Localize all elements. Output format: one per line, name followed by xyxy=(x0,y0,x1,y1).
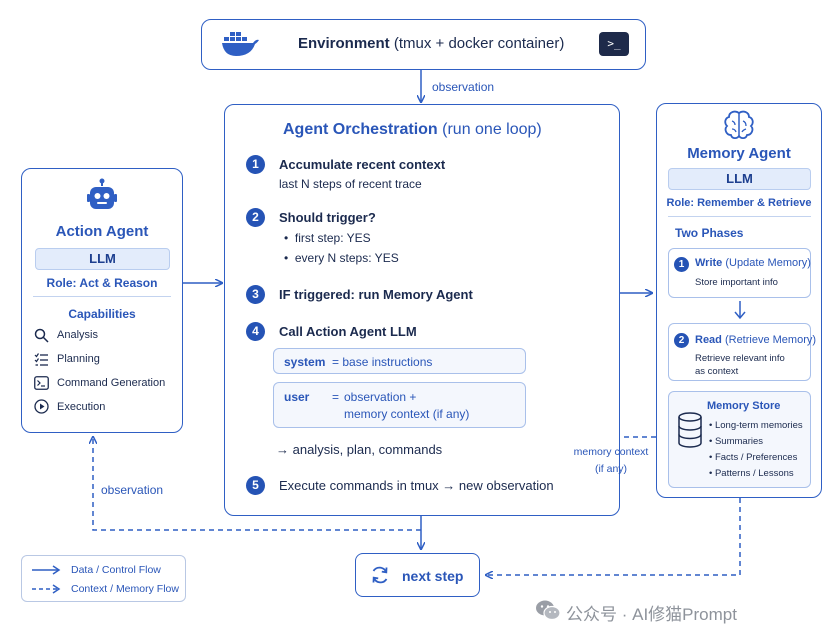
two-phases-heading: Two Phases xyxy=(675,226,744,240)
memory-store-item-3: • Facts / Preferences xyxy=(709,452,798,463)
capabilities-heading: Capabilities xyxy=(68,307,136,321)
edge-observation-loop xyxy=(93,437,421,531)
environment-box: Environment (tmux + docker container) >_ xyxy=(201,19,646,70)
edge-label-memory-context: memory context xyxy=(573,446,649,458)
phase-down-arrow xyxy=(734,301,746,320)
step-2-bullet-2: • every N steps: YES xyxy=(284,251,399,265)
legend-solid-label: Data / Control Flow xyxy=(71,564,161,576)
memory-store-item-1: • Long-term memories xyxy=(709,420,803,431)
memory-agent-title: Memory Agent xyxy=(687,145,791,162)
step-1-badge: 1 xyxy=(246,155,265,174)
user-key: user xyxy=(284,390,310,404)
action-agent-llm: LLM xyxy=(35,248,170,270)
memory-store-item-2: • Summaries xyxy=(709,436,764,447)
user-eq: = xyxy=(332,390,340,404)
next-step-label: next step xyxy=(402,568,464,584)
step-2-title: Should trigger? xyxy=(279,210,376,225)
step-3-badge: 3 xyxy=(246,285,265,304)
memory-store-title: Memory Store xyxy=(707,400,781,412)
phase-read-desc-1: Retrieve relevant info xyxy=(695,353,785,364)
step-4-title: Call Action Agent LLM xyxy=(279,324,417,339)
phase-read-desc-2: as context xyxy=(695,366,739,377)
edge-label-memory-context-if-any: (if any) xyxy=(594,463,628,475)
watermark-text: 公众号 · AI修猫Prompt xyxy=(566,605,737,624)
user-value-line-2: memory context (if any) xyxy=(344,407,470,421)
brain-icon xyxy=(723,110,755,145)
terminal-icon xyxy=(34,376,49,395)
system-value: = base instructions xyxy=(332,355,433,369)
step-4-badge: 4 xyxy=(246,322,265,341)
user-message-box: user = observation + memory context (if … xyxy=(273,382,526,428)
docker-whale-icon xyxy=(220,28,260,65)
edge-label-observation-top: observation xyxy=(432,80,495,94)
capability-analysis: Analysis xyxy=(57,329,98,341)
refresh-icon xyxy=(370,565,390,590)
memory-store-item-4: • Patterns / Lessons xyxy=(709,468,794,479)
database-icon xyxy=(677,412,703,453)
phase-read-box: 2 Read (Retrieve Memory) Retrieve releva… xyxy=(668,323,816,381)
phase-2-badge: 2 xyxy=(674,333,689,348)
phase-1-badge: 1 xyxy=(674,257,689,272)
step-1-detail: last N steps of recent trace xyxy=(279,177,422,191)
user-value-line-1: observation + xyxy=(344,390,417,404)
checklist-icon xyxy=(34,352,49,372)
environment-title: Environment (tmux + docker container) xyxy=(298,35,565,52)
capability-execution: Execution xyxy=(57,401,106,413)
phase-read-title: Read (Retrieve Memory) xyxy=(695,334,817,346)
edge-label-observation-left: observation xyxy=(101,483,164,497)
step-2-bullet-1: • first step: YES xyxy=(284,231,371,245)
step-5-title: Execute commands in tmux → new observati… xyxy=(279,478,554,493)
play-icon xyxy=(34,399,49,419)
step-4-result: → analysis, plan, commands xyxy=(276,442,443,457)
legend-box: Data / Control Flow Context / Memory Flo… xyxy=(21,555,186,602)
legend-dashed-line xyxy=(32,584,61,594)
system-key: system xyxy=(284,355,326,369)
edge-memory-to-next xyxy=(486,498,741,575)
action-agent-title: Action Agent xyxy=(55,223,149,240)
next-step-box: next step xyxy=(355,553,480,597)
phase-write-desc: Store important info xyxy=(695,277,778,288)
memory-store-box: Memory Store • Long-term memories • Summ… xyxy=(668,391,811,488)
search-icon xyxy=(34,328,49,348)
capability-planning: Planning xyxy=(57,353,100,365)
robot-icon xyxy=(85,178,119,219)
system-message-box: system = base instructions xyxy=(273,348,526,374)
action-agent-role: Role: Act & Reason xyxy=(46,276,158,290)
memory-agent-llm: LLM xyxy=(668,168,811,190)
terminal-icon: >_ xyxy=(599,32,629,56)
phase-write-box: 1 Write (Update Memory) Store important … xyxy=(668,248,811,298)
orchestration-box xyxy=(224,104,620,516)
memory-agent-role: Role: Remember & Retrieve xyxy=(666,197,812,209)
wechat-icon xyxy=(535,599,561,626)
step-3-title: IF triggered: run Memory Agent xyxy=(279,287,473,302)
legend-dashed-label: Context / Memory Flow xyxy=(71,583,179,595)
legend-solid-line xyxy=(32,565,61,575)
step-2-badge: 2 xyxy=(246,208,265,227)
orchestration-title: Agent Orchestration (run one loop) xyxy=(283,121,542,138)
step-5-badge: 5 xyxy=(246,476,265,495)
phase-write-title: Write (Update Memory) xyxy=(695,257,811,269)
step-1-title: Accumulate recent context xyxy=(279,157,446,172)
capability-command-generation: Command Generation xyxy=(57,377,166,389)
